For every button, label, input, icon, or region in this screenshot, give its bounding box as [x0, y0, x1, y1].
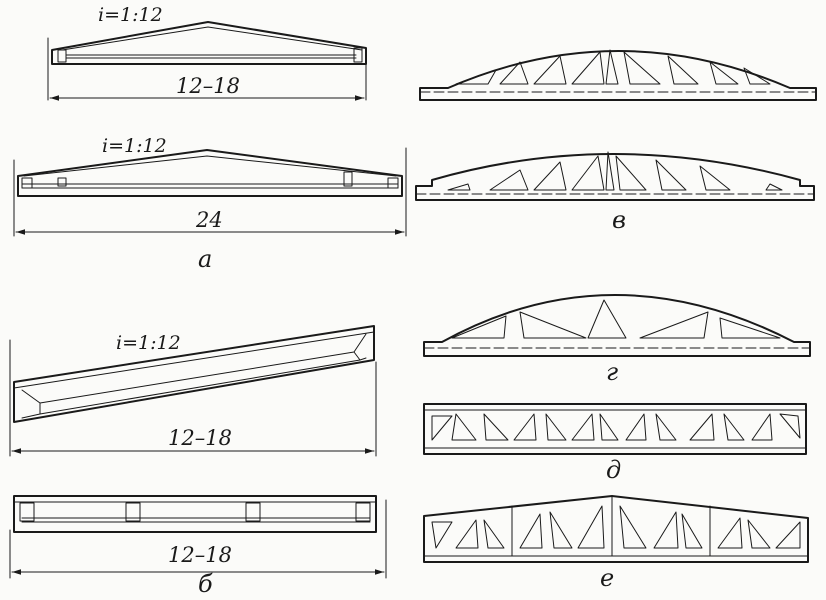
span-label-4: 12–18	[168, 543, 232, 567]
caption-e: е	[600, 564, 615, 592]
beam-gable-long	[17, 149, 403, 197]
caption-v: в	[612, 206, 626, 234]
truss-segmental-2	[415, 151, 815, 201]
truss-arched	[423, 294, 811, 357]
dimension-span-1	[47, 37, 367, 101]
caption-a: а	[198, 245, 213, 273]
span-label-2: 24	[196, 208, 223, 232]
caption-b: б	[198, 570, 213, 598]
truss-segmental-1	[419, 49, 817, 101]
truss-trapezoidal	[423, 495, 809, 563]
beam-flat	[13, 495, 377, 533]
caption-g: г	[606, 358, 619, 386]
caption-d: д	[606, 456, 622, 484]
span-label-1: 12–18	[176, 74, 240, 98]
beam-single-slope	[13, 325, 375, 423]
slope-label-1: i=1:12	[98, 4, 163, 26]
slope-label-2: i=1:12	[102, 135, 167, 157]
dimension-span-2	[13, 147, 407, 237]
truss-parallel-chord	[423, 403, 807, 455]
slope-label-3: i=1:12	[116, 332, 181, 354]
dimension-span-3	[9, 339, 377, 457]
dimension-span-4	[9, 499, 387, 579]
beam-gable-short	[51, 21, 367, 65]
span-label-3: 12–18	[168, 426, 232, 450]
